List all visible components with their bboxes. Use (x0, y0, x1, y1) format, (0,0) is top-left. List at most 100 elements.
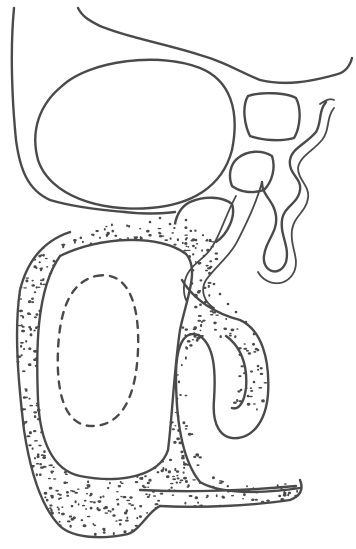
stipple-dot (51, 496, 54, 499)
stipple-dot (201, 321, 203, 323)
stipple-dot (208, 294, 210, 297)
stipple-dot (261, 501, 265, 504)
stipple-dot (148, 234, 151, 237)
stipple-dot (197, 454, 199, 457)
stipple-dot (194, 306, 197, 309)
stipple-dot (75, 500, 77, 503)
stipple-dot (104, 512, 108, 513)
stipple-dot (115, 520, 117, 522)
stipple-dot (184, 235, 188, 236)
stipple-dot (192, 245, 195, 247)
stipple-dot (144, 475, 147, 477)
stipple-dot (196, 337, 200, 340)
stipple-dot (209, 260, 212, 262)
stipple-dot (173, 227, 175, 229)
stipple-dot (168, 470, 171, 473)
stipple-dot (198, 263, 201, 265)
stipple-dot (252, 343, 255, 346)
stipple-dot (114, 235, 117, 237)
stipple-dot (180, 451, 183, 454)
stipple-dot (155, 503, 159, 505)
stipple-dot (39, 473, 42, 476)
stipple-dot (160, 493, 164, 495)
stipple-dot (148, 479, 151, 482)
stipple-dot (176, 437, 180, 440)
stipple-dot (38, 310, 42, 313)
stipple-dot (181, 455, 184, 457)
stipple-dot (239, 355, 242, 357)
stipple-dot (85, 487, 89, 489)
stipple-dot (208, 282, 212, 284)
stipple-dot (117, 503, 120, 506)
stipple-dot (19, 310, 23, 313)
stipple-dot (200, 279, 203, 281)
stipple-dot (234, 335, 236, 338)
stipple-dot (40, 269, 42, 272)
stipple-dot (87, 486, 90, 488)
stipple-dot (215, 315, 219, 316)
stipple-dot (98, 500, 102, 503)
stipple-dot (199, 304, 202, 306)
large-upper-oval-cavity (35, 60, 234, 209)
stipple-dot (199, 505, 203, 507)
stipple-dot (169, 459, 172, 461)
stipple-dot (33, 430, 36, 432)
stipple-dot (119, 523, 122, 526)
stipple-dot (157, 471, 160, 473)
stipple-dot (261, 399, 265, 402)
stipple-dot (33, 358, 37, 361)
stipple-dot (211, 486, 215, 488)
stipple-dot (69, 525, 71, 528)
stipple-dot (126, 517, 128, 519)
stipple-dot (296, 490, 298, 493)
stipple-dot (192, 479, 196, 480)
stipple-dot (40, 282, 42, 285)
upper-right-cell (244, 93, 299, 140)
stipple-dot (89, 495, 92, 497)
stipple-dot (196, 464, 199, 466)
stipple-dot (116, 491, 119, 492)
stipple-dot (250, 390, 253, 392)
stipple-dot (107, 232, 110, 235)
stipple-dot (57, 506, 59, 508)
stipple-dot (104, 506, 108, 509)
stipple-dot (52, 264, 55, 266)
stipple-dot (203, 255, 206, 258)
stipple-dot (149, 221, 152, 224)
stipple-dot (236, 328, 238, 330)
stipple-dot (253, 333, 256, 336)
stipple-dot (294, 495, 297, 496)
stipple-dot (185, 356, 187, 359)
stipple-dot (58, 508, 60, 511)
stipple-dot (196, 243, 199, 245)
stipple-dot (229, 333, 232, 335)
stipple-dot (145, 493, 148, 495)
stipple-dot (272, 490, 276, 492)
stipple-dot (67, 232, 71, 234)
stipple-dot (36, 403, 38, 405)
stipple-dot (170, 421, 174, 423)
stipple-dot (195, 496, 198, 499)
stipple-dot (247, 395, 250, 398)
stipple-dot (103, 241, 106, 242)
stipple-dot (257, 369, 259, 371)
stipple-dot (253, 381, 256, 384)
stipple-dot (161, 469, 164, 472)
stipple-dot (136, 517, 138, 519)
stipple-dot (211, 246, 214, 248)
stipple-dot (61, 244, 65, 246)
stipple-dot (215, 252, 218, 254)
stipple-dot (203, 287, 207, 289)
stipple-dot (243, 493, 246, 496)
stipple-dot (260, 367, 263, 369)
stipple-dot (176, 374, 179, 375)
stipple-dot (40, 431, 43, 433)
stipple-dot (147, 496, 150, 498)
stipple-dot (223, 328, 227, 331)
stipple-dot (191, 433, 193, 435)
stipple-dot (16, 361, 19, 363)
stipple-dot (293, 488, 295, 490)
stipple-dot (213, 322, 216, 325)
stipple-dot (193, 456, 196, 458)
stipple-dot (83, 524, 87, 527)
